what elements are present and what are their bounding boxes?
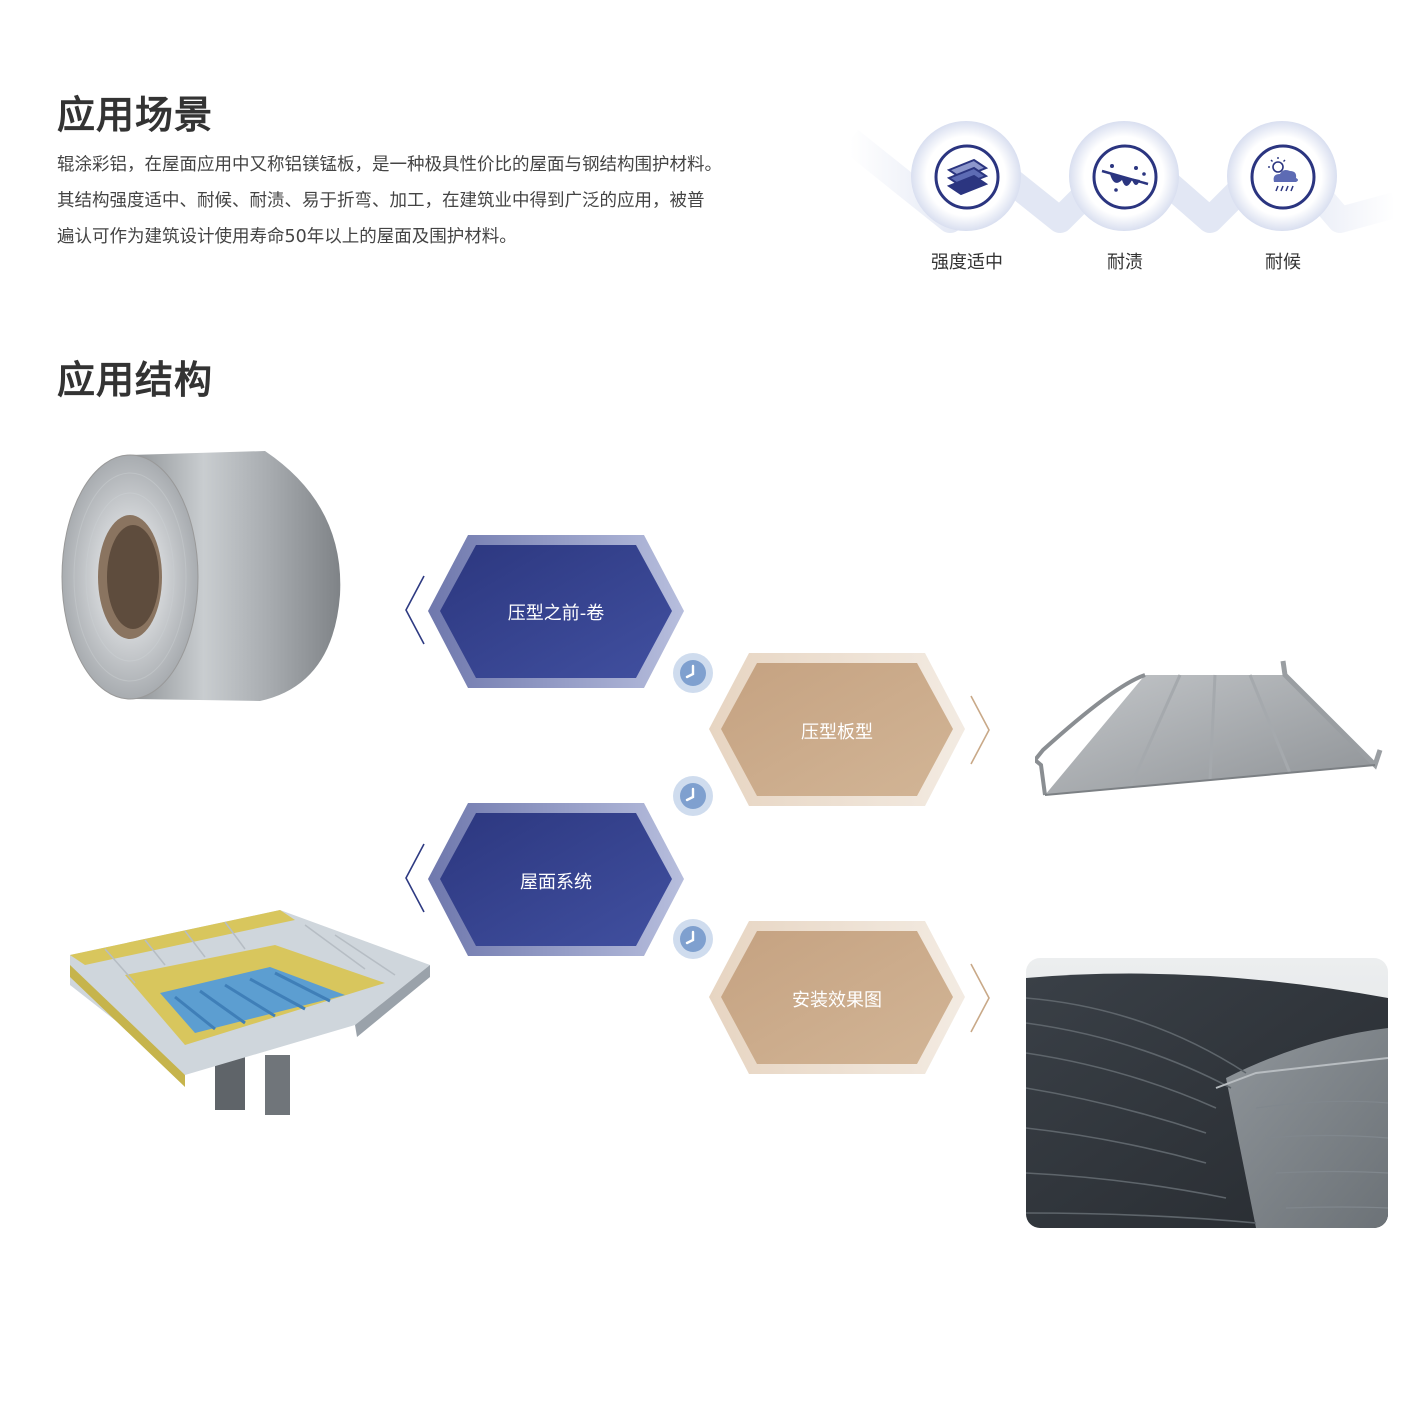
- roof-system-image: [70, 910, 430, 1115]
- description-line: 其结构强度适中、耐候、耐渍、易于折弯、加工，在建筑业中得到广泛的应用，被普: [57, 191, 705, 211]
- chevron-right-icon: [970, 963, 990, 1033]
- section-title-structure: 应用结构: [57, 358, 214, 402]
- connector-clock-icon: [673, 776, 713, 816]
- connector-clock-icon: [673, 919, 713, 959]
- feature-label-stain-resistant: 耐渍: [1107, 252, 1143, 273]
- section-title-scene: 应用场景: [57, 93, 214, 137]
- splash-icon: [1092, 144, 1158, 210]
- installed-roof-photo: [1026, 958, 1388, 1228]
- metal-sheets-icon: [934, 144, 1000, 210]
- step-label-roof-system: 屋面系统: [520, 872, 592, 893]
- sun-rain-icon: [1250, 144, 1316, 210]
- connector-clock-icon: [673, 653, 713, 693]
- chevron-left-icon: [405, 843, 425, 913]
- chevron-left-icon: [405, 575, 425, 645]
- step-hexagon-profile: [709, 653, 965, 806]
- roof-panel-image: [1035, 660, 1383, 796]
- step-hexagon-installation: [709, 921, 965, 1074]
- description-line: 遍认可作为建筑设计使用寿命50年以上的屋面及围护材料。: [57, 227, 517, 247]
- aluminum-coil-image: [61, 451, 341, 701]
- feature-label-weather-resistant: 耐候: [1265, 252, 1301, 273]
- step-hexagon-coil: [428, 535, 684, 688]
- step-label-installation: 安装效果图: [792, 990, 882, 1011]
- step-hexagon-roof-system: [428, 803, 684, 956]
- step-label-coil: 压型之前-卷: [507, 603, 605, 624]
- step-label-profile: 压型板型: [801, 722, 873, 743]
- scene-description: 辊涂彩铝，在屋面应用中又称铝镁锰板，是一种极具性价比的屋面与钢结构围护材料。 其…: [57, 147, 722, 255]
- description-line: 辊涂彩铝，在屋面应用中又称铝镁锰板，是一种极具性价比的屋面与钢结构围护材料。: [57, 155, 722, 175]
- feature-label-strength: 强度适中: [931, 252, 1003, 273]
- chevron-right-icon: [970, 695, 990, 765]
